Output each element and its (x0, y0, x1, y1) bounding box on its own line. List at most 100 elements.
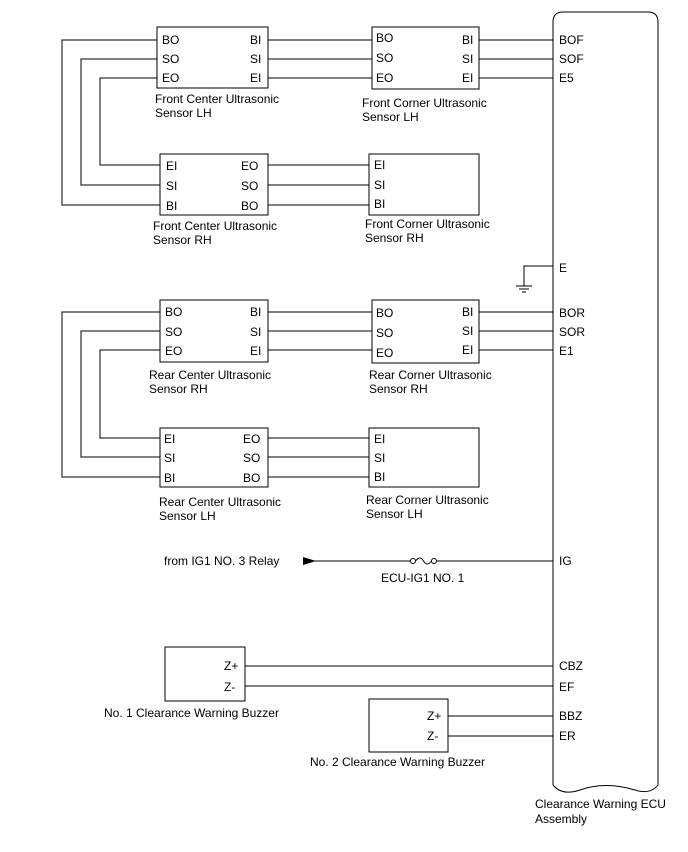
rear-corner-lh-pin-si: SI (374, 451, 385, 465)
clearance-warning-ecu: BOF SOF E5 E BOR SOR E1 IG CBZ EF BBZ ER… (535, 11, 666, 826)
front-center-lh-label-line2: Sensor LH (155, 106, 212, 120)
front-center-sensor-rh: EI SI BI EO SO BO Front Center Ultrasoni… (153, 153, 277, 247)
rear-corner-rh-pin-si: SI (462, 324, 473, 338)
ecu-label-line1: Clearance Warning ECU (535, 797, 666, 811)
front-corner-lh-pin-si: SI (462, 52, 473, 66)
front-center-rh-label-line2: Sensor RH (153, 233, 212, 247)
rear-center-lh-label-line2: Sensor LH (159, 509, 216, 523)
arrow-right-icon (303, 557, 316, 565)
front-corner-lh-pin-bi: BI (462, 33, 473, 47)
fuse-label: ECU-IG1 NO. 1 (381, 571, 465, 585)
rear-center-lh-pin-bo: BO (243, 471, 260, 485)
buzzer-1-box (164, 646, 246, 702)
buzzer-1: Z+ Z- No. 1 Clearance Warning Buzzer (104, 646, 279, 720)
front-center-lh-box (156, 26, 269, 89)
rear-corner-rh-pin-bi: BI (462, 305, 473, 319)
rear-corner-lh-pin-bi: BI (374, 470, 385, 484)
rear-center-rh-pin-ei: EI (250, 344, 261, 358)
rear-center-rh-label-line2: Sensor RH (149, 382, 208, 396)
front-center-lh-pin-bo: BO (162, 33, 179, 47)
ecu-pin-bof: BOF (559, 33, 584, 47)
ecu-label-line2: Assembly (535, 812, 587, 826)
front-center-rh-pin-eo: EO (241, 159, 258, 173)
front-center-sensor-lh: BO SO EO BI SI EI Front Center Ultrasoni… (155, 26, 279, 120)
front-center-rh-pin-so: SO (241, 179, 258, 193)
rear-center-rh-pin-so: SO (165, 325, 182, 339)
front-center-rh-pin-ei: EI (166, 159, 177, 173)
rear-corner-rh-label-line2: Sensor RH (369, 382, 428, 396)
ecu-pin-sor: SOR (559, 325, 585, 339)
ecu-body (552, 11, 659, 793)
buzzer-2: Z+ Z- No. 2 Clearance Warning Buzzer (310, 698, 485, 769)
ecu-pin-er: ER (559, 729, 576, 743)
front-corner-sensor-lh: BO SO EO BI SI EI Front Corner Ultrasoni… (362, 26, 487, 124)
rear-center-lh-pin-ei: EI (164, 432, 175, 446)
buzzer-2-pin-zplus: Z+ (427, 709, 441, 723)
rear-center-rh-pin-eo: EO (165, 344, 182, 358)
buzzer-1-pin-zminus: Z- (224, 680, 235, 694)
rear-center-lh-pin-so: SO (243, 451, 260, 465)
rear-corner-rh-pin-bo: BO (376, 306, 393, 320)
front-corner-rh-pin-bi: BI (374, 197, 385, 211)
ecu-pin-bor: BOR (559, 306, 585, 320)
rear-corner-rh-label-line1: Rear Corner Ultrasonic (369, 368, 492, 382)
front-corner-lh-label-line2: Sensor LH (362, 110, 419, 124)
front-corner-lh-pin-bo: BO (376, 31, 393, 45)
rear-center-rh-box (159, 299, 269, 363)
front-corner-rh-pin-si: SI (374, 178, 385, 192)
wire-ground (523, 265, 553, 286)
buzzer-1-label: No. 1 Clearance Warning Buzzer (104, 706, 279, 720)
ecu-pin-bbz: BBZ (559, 709, 582, 723)
front-center-rh-pin-si: SI (166, 179, 177, 193)
rear-center-sensor-rh: BO SO EO BI SI EI Rear Center Ultrasonic… (149, 299, 271, 396)
ground-icon (516, 285, 532, 293)
buzzer-1-pin-zplus: Z+ (224, 659, 238, 673)
rear-center-rh-label-line1: Rear Center Ultrasonic (149, 368, 271, 382)
wire-front-eo-ei-loop (99, 77, 160, 166)
wire-rear-eo-ei-loop (99, 349, 160, 439)
ecu-pin-sof: SOF (559, 52, 584, 66)
rear-center-lh-label-line1: Rear Center Ultrasonic (159, 495, 281, 509)
ecu-pin-e: E (559, 261, 567, 275)
front-center-lh-pin-eo: EO (162, 71, 179, 85)
wire-front-bo-bi-loop (61, 39, 160, 206)
front-center-lh-pin-bi: BI (250, 33, 261, 47)
rear-center-lh-pin-bi: BI (164, 471, 175, 485)
rear-center-rh-pin-si: SI (250, 325, 261, 339)
front-center-lh-pin-so: SO (162, 52, 179, 66)
ecu-pin-ig: IG (559, 554, 572, 568)
front-center-lh-pin-ei: EI (250, 71, 261, 85)
front-corner-lh-box (371, 26, 480, 90)
front-center-rh-pin-bo: BO (241, 199, 258, 213)
rear-corner-lh-label-line1: Rear Corner Ultrasonic (366, 493, 489, 507)
rear-corner-lh-pin-ei: EI (374, 432, 385, 446)
front-center-rh-pin-bi: BI (166, 199, 177, 213)
rear-corner-rh-pin-ei: EI (462, 343, 473, 357)
wire-rear-bo-bi-loop (61, 311, 160, 478)
ecu-pin-e5: E5 (559, 71, 574, 85)
rear-center-sensor-lh: EI SI BI EO SO BO Rear Center Ultrasonic… (159, 427, 281, 523)
ecu-pin-e1: E1 (559, 344, 574, 358)
rear-corner-sensor-lh: EI SI BI Rear Corner Ultrasonic Sensor L… (366, 427, 489, 521)
wires (61, 39, 553, 737)
front-corner-rh-pin-ei: EI (374, 158, 385, 172)
front-center-rh-box (159, 153, 269, 216)
front-center-rh-label-line1: Front Center Ultrasonic (153, 219, 277, 233)
rear-corner-rh-pin-eo: EO (376, 346, 393, 360)
buzzer-2-box (368, 698, 449, 753)
front-corner-lh-pin-so: SO (376, 51, 393, 65)
rear-center-rh-pin-bi: BI (250, 305, 261, 319)
rear-center-rh-pin-bo: BO (165, 305, 182, 319)
power-supply: from IG1 NO. 3 Relay ECU-IG1 NO. 1 (164, 554, 465, 585)
rear-corner-lh-label-line2: Sensor LH (366, 507, 423, 521)
ecu-pin-ef: EF (559, 680, 574, 694)
front-corner-rh-box (368, 153, 480, 216)
front-center-lh-pin-si: SI (250, 52, 261, 66)
power-source-label: from IG1 NO. 3 Relay (164, 554, 279, 568)
fuse-icon (410, 557, 437, 565)
rear-corner-lh-box (368, 427, 480, 488)
rear-center-lh-box (159, 427, 269, 488)
front-center-lh-label-line1: Front Center Ultrasonic (155, 92, 279, 106)
front-corner-rh-label-line1: Front Corner Ultrasonic (365, 217, 490, 231)
